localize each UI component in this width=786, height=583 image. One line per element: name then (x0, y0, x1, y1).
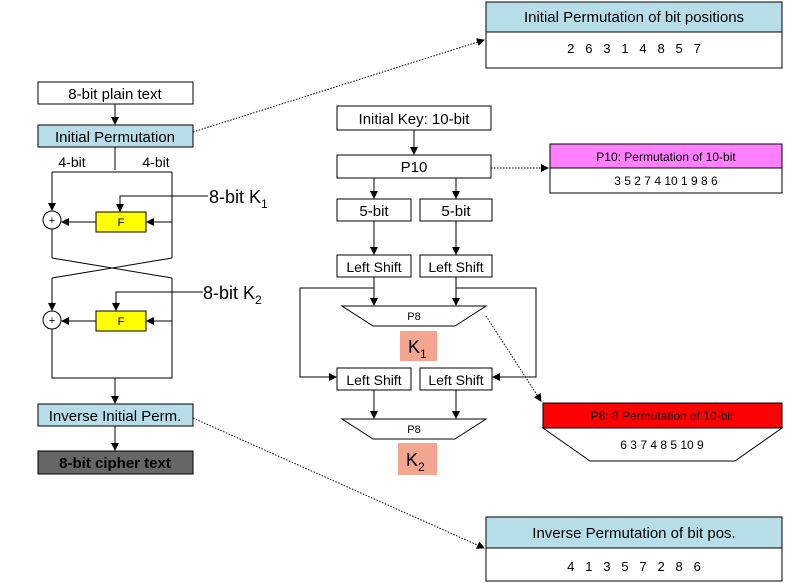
p8-callout-title: P8: 8 Permutation of 10-bit (591, 409, 734, 423)
p8-trapezoid-2 (340, 418, 488, 440)
p8-callout: P8: 8 Permutation of 10-bit 6 3 7 4 8 5 … (541, 402, 784, 462)
bypass-right (456, 287, 537, 381)
round2-key-label: 8-bit K2 (203, 283, 262, 307)
right-5bit-label: 5-bit (441, 203, 471, 220)
left-shift-1a-label: Left Shift (346, 259, 401, 275)
k2-box (398, 443, 437, 475)
initial-permutation-label: Initial Permutation (55, 129, 175, 146)
ip-callout: Initial Permutation of bit positions 2 6… (485, 1, 783, 69)
p10-box (336, 154, 492, 179)
round1-right-path (146, 172, 173, 226)
left-half-label: 4-bit (58, 154, 85, 170)
dotted-to-inverse-callout (192, 417, 485, 549)
ip-callout-title: Initial Permutation of bit positions (524, 9, 744, 26)
inverse-initial-perm-label: Inverse Initial Perm. (49, 408, 182, 425)
p8-label-2: P8 (407, 424, 420, 436)
join-bracket (51, 321, 173, 379)
cipher-text-label: 8-bit cipher text (59, 455, 171, 472)
inverse-callout: Inverse Permutation of bit pos. 4 1 3 5 … (485, 516, 783, 582)
p8-callout-values: 6 3 7 4 8 5 10 9 (620, 438, 704, 452)
inverse-callout-title: Inverse Permutation of bit pos. (532, 525, 735, 542)
cross-line-b (51, 257, 173, 279)
p10-callout-title: P10: Permutation of 10-bit (596, 150, 736, 164)
left-5bit-label: 5-bit (359, 203, 389, 220)
dotted-to-p8-callout (485, 315, 542, 402)
round2-key-line (112, 291, 203, 311)
initial-key-label: Initial Key: 10-bit (359, 111, 471, 128)
k1-label: K1 (408, 337, 427, 361)
round2-right-path (146, 278, 173, 325)
p8-trapezoid-1 (340, 305, 488, 327)
plain-text-label: 8-bit plain text (68, 86, 162, 103)
ip-callout-values: 2 6 3 1 4 8 5 7 (567, 41, 701, 56)
p10-label: P10 (401, 159, 428, 176)
left-shift-1b-label: Left Shift (428, 259, 483, 275)
round2-xor-symbol: + (49, 315, 55, 327)
right-half-label: 4-bit (142, 154, 169, 170)
round1-key-label: 8-bit K1 (209, 187, 268, 211)
k2-label: K2 (406, 450, 425, 474)
bypass-left (299, 287, 374, 381)
round2-f-label: F (118, 316, 125, 328)
p10-callout-values: 3 5 2 7 4 10 1 9 8 6 (614, 174, 718, 188)
p10-callout: P10: Permutation of 10-bit 3 5 2 7 4 10 … (549, 143, 783, 194)
round1-key-line (116, 195, 208, 212)
k1-box (400, 331, 437, 361)
round1-xor-symbol: + (49, 215, 55, 227)
round1-f-label: F (118, 217, 125, 229)
inverse-callout-values: 4 1 3 5 7 2 8 6 (567, 559, 701, 574)
p8-label-1: P8 (407, 311, 420, 323)
cipher-text-box (37, 450, 194, 475)
initial-key-box (336, 105, 492, 131)
left-shift-2a-label: Left Shift (346, 372, 401, 388)
left-shift-2b-label: Left Shift (428, 372, 483, 388)
